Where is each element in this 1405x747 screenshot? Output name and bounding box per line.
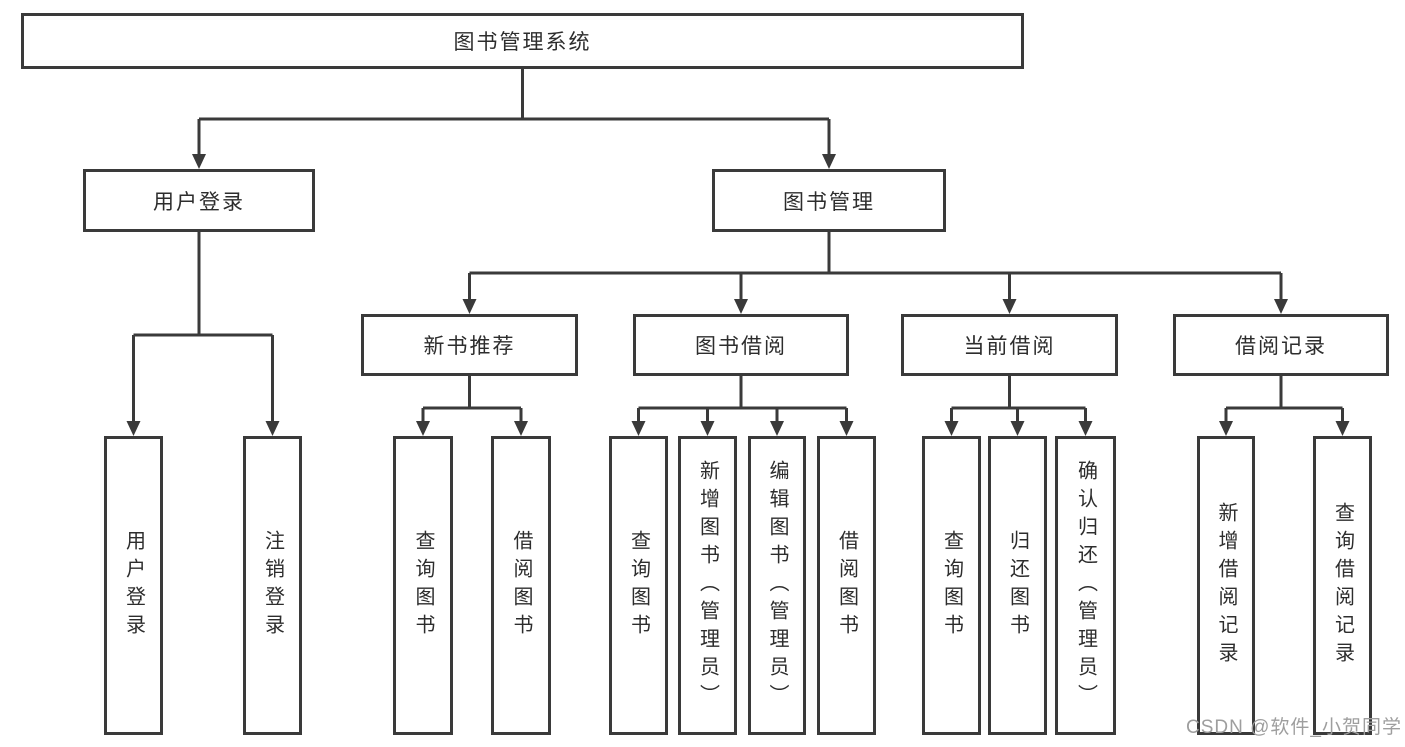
node-recommend-borrow-book: 借阅图书: [491, 436, 551, 735]
node-recommend-query-book: 查询图书: [393, 436, 453, 735]
node-records-query-record: 查询借阅记录: [1313, 436, 1372, 735]
node-logout: 注销登录: [243, 436, 302, 735]
node-label: 新增图书（管理员）: [696, 459, 719, 712]
node-borrow-borrow-book: 借阅图书: [817, 436, 876, 735]
node-label: 查询图书: [627, 529, 650, 642]
node-borrow-edit-book-admin: 编辑图书（管理员）: [748, 436, 806, 735]
node-label: 编辑图书（管理员）: [766, 459, 788, 712]
node-label: 查询图书: [412, 529, 434, 642]
node-label: 新增借阅记录: [1215, 501, 1237, 670]
csdn-watermark: CSDN @软件_小贺同学: [1186, 717, 1402, 738]
node-label: 借阅图书: [510, 529, 532, 642]
node-borrow-add-book-admin: 新增图书（管理员）: [678, 436, 737, 735]
node-label: 借阅图书: [835, 529, 858, 642]
connector-records-to-children: [1219, 376, 1350, 436]
node-label: 确认归还（管理员）: [1074, 459, 1097, 712]
connector-root-to-level2: [192, 69, 836, 169]
connector-bookmgmt-to-level3: [462, 232, 1288, 314]
node-label: 新书推荐: [423, 335, 516, 358]
connector-borrow-to-children: [631, 376, 854, 436]
node-label: 借阅记录: [1235, 335, 1327, 358]
node-label: 注销登录: [261, 529, 284, 642]
connector-current-to-children: [944, 376, 1093, 436]
connector-recommend-to-children: [416, 376, 528, 436]
node-book-borrow: 图书借阅: [633, 314, 849, 376]
node-borrow-records: 借阅记录: [1173, 314, 1389, 376]
node-new-book-recommend: 新书推荐: [361, 314, 578, 376]
node-current-confirm-return-admin: 确认归还（管理员）: [1055, 436, 1116, 735]
node-current-return-book: 归还图书: [988, 436, 1047, 735]
node-label: 用户登录: [153, 190, 245, 214]
node-current-borrow: 当前借阅: [901, 314, 1118, 376]
node-label: 查询借阅记录: [1331, 501, 1354, 670]
node-label: 当前借阅: [963, 335, 1056, 358]
node-label: 用户登录: [122, 529, 145, 642]
connector-login-to-children: [126, 232, 280, 436]
node-user-login: 用户登录: [83, 169, 315, 232]
node-book-management: 图书管理: [712, 169, 946, 232]
node-label: 图书管理系统: [453, 31, 592, 54]
node-borrow-query-book: 查询图书: [609, 436, 668, 735]
node-root-system: 图书管理系统: [21, 13, 1024, 69]
node-records-add-record: 新增借阅记录: [1197, 436, 1255, 735]
node-current-query-book: 查询图书: [922, 436, 981, 735]
node-label: 图书管理: [783, 190, 875, 214]
node-label: 图书借阅: [695, 335, 787, 358]
node-label: 查询图书: [940, 529, 963, 642]
node-user-login-leaf: 用户登录: [104, 436, 163, 735]
node-label: 归还图书: [1006, 529, 1029, 642]
